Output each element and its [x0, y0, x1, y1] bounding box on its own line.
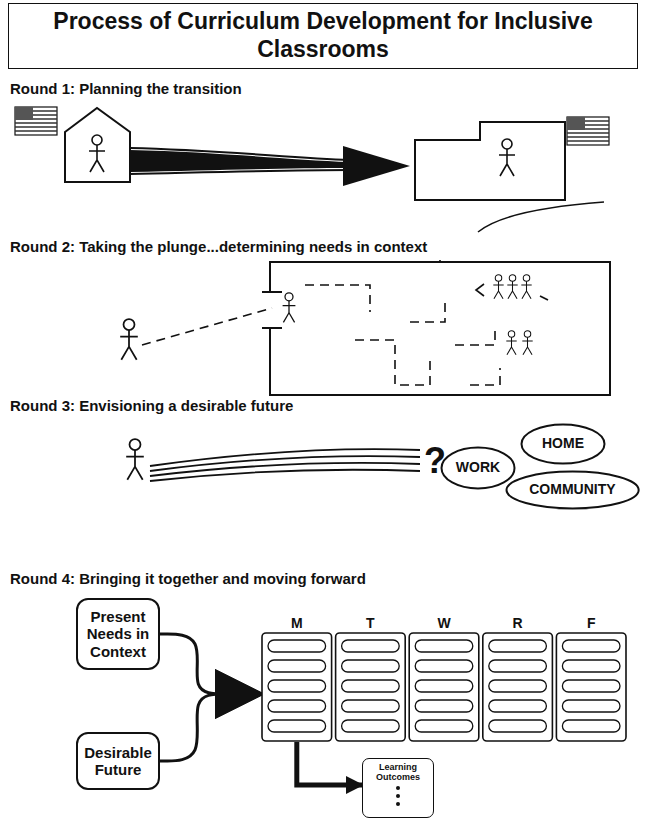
time-slot [268, 700, 326, 712]
stick-figure [126, 439, 144, 480]
life-area-ellipse: WORK [440, 446, 516, 490]
school-building [415, 122, 565, 200]
path-line [478, 202, 604, 232]
time-slot [489, 640, 547, 652]
round-heading: Round 1: Planning the transition [10, 80, 242, 97]
round3-scene [126, 439, 420, 481]
flow-arrow [297, 742, 362, 785]
time-slot [562, 700, 620, 712]
time-slot [342, 720, 400, 732]
time-slot [342, 640, 400, 652]
stick-figure [89, 135, 105, 172]
stick-figure [120, 319, 138, 360]
outcomes-box: Learning Outcomes [362, 758, 434, 818]
time-slot [415, 720, 473, 732]
node-text: HOME [542, 436, 584, 451]
time-slot [562, 640, 620, 652]
time-slot [415, 660, 473, 672]
node-text: WORK [456, 460, 500, 475]
time-slot [489, 660, 547, 672]
time-slot [562, 680, 620, 692]
stick-figure [507, 275, 517, 299]
day-column [556, 633, 626, 741]
time-slot [342, 660, 400, 672]
life-area-ellipse: HOME [520, 423, 606, 465]
input-box: Present Needs in Context [76, 598, 160, 670]
time-slot [342, 700, 400, 712]
ellipse-outline [442, 448, 515, 489]
schedule-grid [260, 632, 628, 742]
node-text: Present Needs in Context [84, 608, 152, 660]
time-slot [342, 680, 400, 692]
time-slot [562, 660, 620, 672]
time-slot [489, 700, 547, 712]
round2-scene [120, 260, 610, 395]
ellipse-outline [506, 472, 638, 509]
transition-swoosh [130, 148, 350, 174]
life-area-ellipse: COMMUNITY [505, 470, 640, 510]
ellipse-outline [522, 425, 605, 464]
list-dot [396, 794, 400, 798]
flag [15, 107, 57, 135]
direction-mark [540, 296, 548, 300]
flow-arrow [160, 694, 260, 761]
flow-arrow [160, 634, 260, 694]
door-jamb [262, 292, 282, 328]
house [65, 108, 130, 182]
list-dot [396, 802, 400, 806]
node-text: Desirable Future [84, 744, 152, 779]
time-slot [489, 680, 547, 692]
stick-figure [522, 331, 532, 355]
stick-figure [283, 293, 296, 323]
day-header-row: MTWRF [260, 614, 628, 632]
round-heading: Round 3: Envisioning a desirable future [10, 397, 293, 414]
future-lines [150, 449, 420, 481]
round-heading: Round 4: Bringing it together and moving… [10, 570, 366, 587]
day-letter: M [260, 614, 334, 632]
classroom-wall [270, 262, 610, 395]
list-dot [396, 786, 400, 790]
round1-scene [15, 107, 609, 232]
stick-figure [499, 139, 515, 176]
day-column [262, 633, 332, 741]
day-letter: T [334, 614, 408, 632]
time-slot [268, 680, 326, 692]
input-box: Desirable Future [76, 732, 160, 790]
stick-figure [521, 275, 531, 299]
time-slot [415, 680, 473, 692]
time-slot [415, 700, 473, 712]
day-letter: W [407, 614, 481, 632]
flag [567, 117, 609, 145]
title-box: Process of Curriculum Development for In… [8, 3, 638, 69]
day-letter: F [554, 614, 628, 632]
stick-figure [522, 151, 538, 188]
transition-arrowhead [343, 146, 410, 186]
direction-mark [476, 284, 484, 296]
time-slot [268, 720, 326, 732]
stick-figure [506, 331, 516, 355]
time-slot [268, 660, 326, 672]
transition-swoosh [130, 150, 350, 172]
time-slot [489, 720, 547, 732]
dashed-route [142, 308, 272, 345]
weekly-schedule: MTWRF [260, 614, 628, 742]
list-dots [388, 783, 408, 809]
stick-figure [493, 275, 503, 299]
day-letter: R [481, 614, 555, 632]
dashed-route [305, 260, 500, 385]
title: Process of Curriculum Development for In… [39, 8, 607, 63]
day-column [409, 633, 479, 741]
node-text: Learning Outcomes [366, 762, 430, 783]
time-slot [415, 640, 473, 652]
time-slot [268, 640, 326, 652]
day-column [336, 633, 406, 741]
node-text: COMMUNITY [529, 482, 615, 497]
time-slot [562, 720, 620, 732]
day-column [483, 633, 553, 741]
round-heading: Round 2: Taking the plunge...determining… [10, 238, 427, 255]
